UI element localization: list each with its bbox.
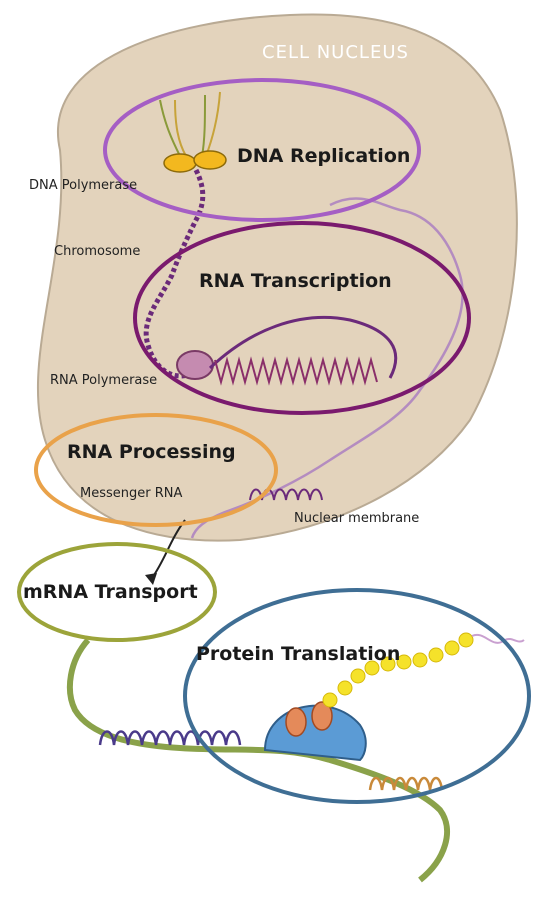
cytoplasm-mrna-strand — [70, 640, 447, 880]
nuclear-membrane-label: Nuclear membrane — [294, 511, 419, 526]
rna-transcription-title: RNA Transcription — [199, 270, 392, 292]
chromosome-label: Chromosome — [54, 244, 140, 259]
mrna-transport-title: mRNA Transport — [23, 581, 198, 603]
cell-nucleus-label: CELL NUCLEUS — [262, 42, 409, 63]
dna-polymerase-label: DNA Polymerase — [29, 178, 137, 193]
rna-polymerase-label: RNA Polymerase — [50, 373, 157, 388]
dna-replication-title: DNA Replication — [237, 145, 410, 167]
rna-polymerase-enzyme — [177, 351, 213, 379]
messenger-rna-label: Messenger RNA — [80, 486, 182, 501]
protein-translation-title: Protein Translation — [196, 643, 400, 665]
rna-processing-title: RNA Processing — [67, 441, 236, 463]
